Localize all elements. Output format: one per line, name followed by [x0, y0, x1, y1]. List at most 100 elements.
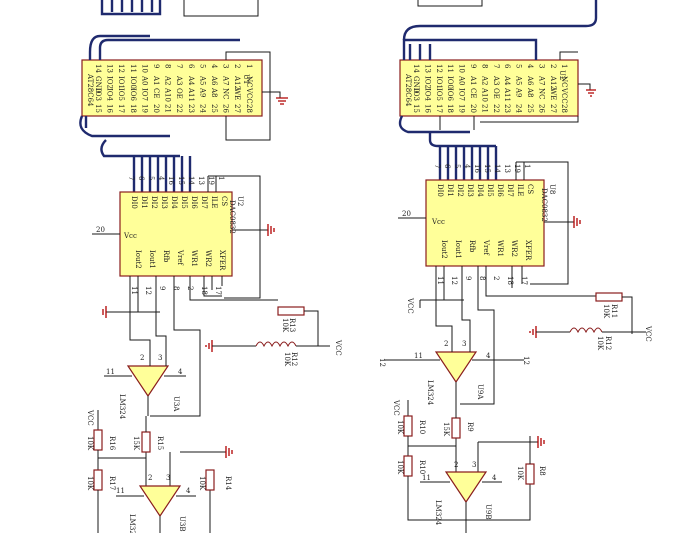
left-mem-pin-no: 23 — [187, 104, 195, 113]
right-vcc-label-2: VCC — [406, 297, 414, 314]
right-mem-pin-no: 24 — [515, 104, 523, 113]
right-amp2-pin11: 11 — [422, 474, 431, 482]
right-mem-pin-no: 18 — [446, 104, 454, 113]
right-dac-vcc-label: Vcc — [431, 218, 445, 226]
left-dac-outputs — [102, 276, 278, 417]
right-amp1-pin4: 4 — [486, 352, 491, 360]
right-memory-chip: 14GND13IO212IO111IO010A09A18A27A36A45A54… — [398, 38, 596, 134]
left-mem-pin-name: WE — [233, 88, 241, 100]
left-dac-pin-no: 11 — [130, 286, 138, 295]
left-amp2-part: LM324 — [128, 514, 136, 533]
left-mem-pin-no: 19 — [140, 104, 148, 113]
right-mem-pin-no: 13 — [423, 64, 431, 73]
right-dac-body — [425, 179, 545, 267]
left-amp1-body — [126, 365, 170, 398]
right-mem-pin-name: A6 — [526, 75, 534, 86]
right-mem-pin-name: A9 — [515, 87, 523, 98]
right-dac-pin-name: DI0 — [436, 184, 444, 197]
left-amp2-pin4: 4 — [186, 487, 191, 495]
right-dac-pin-name: DI4 — [476, 184, 484, 197]
right-mem-pin-name: IO4 — [423, 88, 431, 102]
right-mem-pin-no: 20 — [469, 104, 477, 113]
left-mid-bus — [100, 139, 192, 192]
right-dac-pin-name: ILE — [516, 184, 524, 197]
right-mem-pin-name: IO0 — [446, 76, 454, 89]
left-mem-pin-name: IO1 — [117, 76, 125, 89]
right-dac-pin-name: Rfb — [468, 240, 476, 253]
left-mem-pin-name: NC — [222, 88, 230, 99]
right-r12-value: 10K — [596, 336, 604, 351]
left-mem-pin-name: IO0 — [129, 76, 137, 89]
left-dac-pin-no: 19 — [207, 176, 215, 185]
right-memory-ref: U2 — [558, 70, 566, 80]
right-mem-pin-name: A7 — [537, 75, 545, 86]
left-dac-pin-name: DI5 — [180, 196, 188, 209]
right-mem-pin-no: 15 — [412, 104, 420, 113]
left-mem-pin-name: VCC — [245, 87, 253, 104]
right-amp1-part: LM324 — [426, 380, 434, 406]
left-mem-pin-name: A4 — [187, 75, 195, 86]
right-mem-pin-no: 21 — [480, 104, 488, 113]
right-dac-pin-no: 5 — [453, 164, 461, 168]
right-r10-body — [403, 415, 413, 437]
right-mem-pin-name: A5 — [515, 75, 523, 86]
right-r8-body — [525, 463, 535, 485]
left-dac-pin-no: 9 — [158, 286, 166, 290]
left-mem-pin-no: 8 — [164, 64, 172, 68]
left-dac-pin-name: WR1 — [190, 250, 198, 267]
left-amp1-pin4: 4 — [178, 368, 183, 376]
left-amp2-ref: U3B — [178, 516, 186, 532]
right-mem-pin-no: 14 — [412, 64, 420, 73]
left-mem-pin-no: 16 — [106, 104, 114, 113]
right-dac-pin-no: 12 — [450, 276, 458, 285]
right-mem-pin-name: A1 — [469, 75, 477, 86]
left-dac-pin-no: 1 — [217, 176, 225, 180]
left-mem-pin-name: A1 — [152, 75, 160, 86]
left-vcc-label-1: VCC — [334, 339, 342, 356]
left-dac-pin-no: 5 — [147, 176, 155, 180]
right-mem-pin-name: A11 — [503, 87, 511, 102]
right-r8-value: 10K — [516, 466, 524, 481]
right-rail-left: 12 — [378, 358, 386, 367]
left-mem-pin-no: 18 — [129, 104, 137, 113]
left-mem-pin-no: 14 — [94, 64, 102, 73]
right-r11-value: 10K — [602, 304, 610, 319]
right-dac-pin-name: WR1 — [496, 240, 504, 257]
right-dac-pin-no: 11 — [436, 276, 444, 285]
left-mem-pin-no: 20 — [152, 104, 160, 113]
left-mem-pin-no: 3 — [222, 64, 230, 68]
left-dac-pin-no: 4 — [157, 176, 165, 181]
right-mem-pin-no: 17 — [435, 104, 443, 113]
left-dac-pin-name: DI3 — [160, 196, 168, 209]
left-dac-pin-name: DI2 — [150, 196, 158, 209]
right-dac-pin-name: DI1 — [446, 184, 454, 197]
right-mem-pin-name: A0 — [458, 75, 466, 86]
right-dac-ref: U8 — [548, 184, 556, 194]
right-r11-body — [595, 292, 623, 302]
right-amp2-pin3: 3 — [472, 461, 476, 469]
right-mem-pin-no: 8 — [480, 64, 488, 68]
left-dac-pin-name: Rfb — [162, 250, 170, 263]
left-dac-vcc-label: Vcc — [123, 232, 137, 240]
right-mem-pin-name: A2 — [480, 75, 488, 86]
right-mem-pin-no: 4 — [526, 64, 534, 69]
left-amp1: 2 3 11 4 U3A LM324 — [104, 354, 186, 420]
left-dac-pin-no: 7 — [127, 176, 135, 180]
left-dac-pin-name: Iout1 — [148, 250, 156, 269]
left-mem-pin-name: A0 — [140, 75, 148, 86]
left-mem-pin-no: 11 — [129, 64, 137, 73]
right-dac-part: DAC0832 — [540, 188, 548, 222]
right-mem-pin-no: 23 — [503, 104, 511, 113]
left-amp2-pin11: 11 — [116, 487, 125, 495]
left-mem-pin-name: IO7 — [140, 88, 148, 101]
left-r12: R12 10K VCC — [205, 339, 342, 367]
left-mem-pin-no: 24 — [198, 104, 206, 113]
left-r15-body — [141, 431, 151, 453]
right-r10-ref: R10 — [418, 420, 426, 434]
left-mem-pin-no: 9 — [152, 64, 160, 68]
right-amp1-body — [434, 351, 478, 384]
right-mem-pin-name: GND — [412, 76, 420, 94]
right-r11-ref: R11 — [610, 304, 618, 318]
right-mid-bus — [428, 132, 498, 180]
